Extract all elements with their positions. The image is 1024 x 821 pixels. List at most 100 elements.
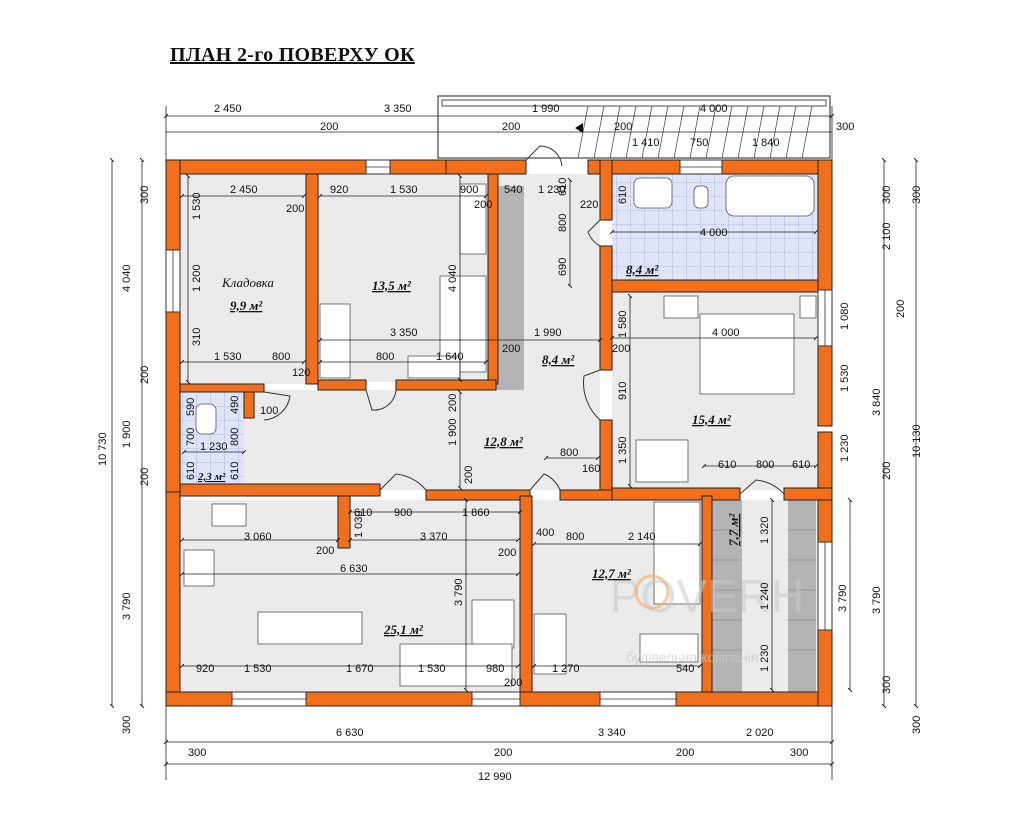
dim-br3-2140: 2 140 bbox=[628, 531, 656, 543]
dim-left-1: 300 bbox=[139, 186, 151, 204]
dim-st-1230: 1 230 bbox=[759, 644, 771, 672]
dim-bath-610: 610 bbox=[617, 186, 629, 204]
dim-br2-200: 200 bbox=[612, 343, 630, 355]
dim-top-3: 1 990 bbox=[532, 103, 560, 115]
dim-lv-200b: 200 bbox=[498, 547, 516, 559]
dim-corr-800: 800 bbox=[560, 447, 578, 459]
living-area: 25,1 м² bbox=[383, 622, 424, 637]
dim-br2-1580: 1 580 bbox=[617, 310, 629, 338]
dim-lv-200a: 200 bbox=[316, 545, 334, 557]
dim-lv-200c: 200 bbox=[504, 677, 522, 689]
dim-left-4: 1 900 bbox=[121, 420, 133, 448]
dim-right-2: 2 100 bbox=[881, 222, 893, 250]
dim-left-3: 200 bbox=[139, 366, 151, 384]
dim-br1-200: 200 bbox=[474, 199, 492, 211]
dim-bath-2: 750 bbox=[690, 137, 708, 149]
dim-left-7: 300 bbox=[121, 716, 133, 734]
dim-corr-160: 160 bbox=[582, 463, 600, 475]
dim-br2-1350: 1 350 bbox=[617, 436, 629, 464]
dim-corr-1900: 1 900 bbox=[447, 418, 459, 446]
dim-br1-w: 3 350 bbox=[390, 327, 418, 339]
corridor-area: 12,8 м² bbox=[484, 434, 524, 449]
dim-br2-1080: 1 080 bbox=[839, 302, 851, 330]
storage-name: Кладовка bbox=[221, 275, 274, 290]
dim-lv-3370: 3 370 bbox=[420, 531, 448, 543]
dim-lv-b1: 920 bbox=[196, 663, 214, 675]
dim-v-610: 610 bbox=[557, 178, 569, 196]
dim-lv-6630: 6 630 bbox=[340, 563, 368, 575]
dim-br2-w: 4 000 bbox=[712, 327, 740, 339]
dim-br1-t2: 1 530 bbox=[390, 184, 418, 196]
dim-lv-b5: 980 bbox=[486, 663, 504, 675]
stairs bbox=[496, 186, 816, 692]
dim-top-w1: 200 bbox=[320, 121, 338, 133]
dim-bot-w2: 200 bbox=[494, 747, 512, 759]
dim-bot-w3: 200 bbox=[676, 747, 694, 759]
doors bbox=[263, 145, 785, 495]
dim-br3-400: 400 bbox=[536, 527, 554, 539]
dim-right-3: 200 bbox=[895, 300, 907, 318]
dim-left-2: 4 040 bbox=[121, 264, 133, 292]
dim-lv-3790: 3 790 bbox=[453, 578, 465, 606]
dim-top-w2: 200 bbox=[502, 121, 520, 133]
dim-lv-b4: 1 530 bbox=[418, 663, 446, 675]
dim-v-690: 690 bbox=[557, 258, 569, 276]
dim-corr-200a: 200 bbox=[447, 394, 459, 412]
dim-br2-1230: 1 230 bbox=[839, 434, 851, 462]
dim-top-w3: 200 bbox=[614, 121, 632, 133]
dim-br2-910: 910 bbox=[617, 382, 629, 400]
dim-corr-100: 100 bbox=[260, 405, 278, 417]
dim-left-total: 10 730 bbox=[97, 432, 109, 466]
dim-br1-h: 4 040 bbox=[447, 264, 459, 292]
dim-st-1240: 1 240 bbox=[759, 582, 771, 610]
dim-br2-b1: 610 bbox=[718, 459, 736, 471]
dim-bot-w1: 300 bbox=[188, 747, 206, 759]
dim-corr-200b: 200 bbox=[463, 466, 475, 484]
dim-br1-b2: 1 640 bbox=[436, 351, 464, 363]
dim-hall-w: 1 990 bbox=[534, 327, 562, 339]
dim-storage-h3: 310 bbox=[191, 328, 203, 346]
dim-top-1: 2 450 bbox=[214, 103, 242, 115]
wc-area: 2,3 м² bbox=[197, 471, 226, 483]
dim-right-total: 10 130 bbox=[911, 424, 923, 458]
dim-storage-b2: 800 bbox=[272, 351, 290, 363]
stair-area: 7,7 м² bbox=[726, 513, 741, 546]
dim-hall-540: 540 bbox=[504, 184, 522, 196]
dim-bath-w: 4 000 bbox=[700, 227, 728, 239]
dim-br2-b3: 610 bbox=[792, 459, 810, 471]
dim-bot-w4: 300 bbox=[790, 747, 808, 759]
plan-title: ПЛАН 2-го ПОВЕРХУ ОК bbox=[170, 44, 415, 66]
dim-wc-610a: 610 bbox=[185, 462, 197, 480]
dim-storage-w: 2 450 bbox=[230, 184, 258, 196]
dim-bath-1: 1 410 bbox=[632, 137, 660, 149]
dim-storage-b1: 1 530 bbox=[214, 351, 242, 363]
dim-top-w4: 300 bbox=[836, 121, 854, 133]
dim-br2-1530: 1 530 bbox=[839, 364, 851, 392]
dim-lv-b3: 1 670 bbox=[346, 663, 374, 675]
dim-right-bot300: 300 bbox=[911, 716, 923, 734]
dim-lv-610: 610 bbox=[354, 507, 372, 519]
dim-br3-1270: 1 270 bbox=[552, 663, 580, 675]
dim-br1-b1: 800 bbox=[376, 351, 394, 363]
dim-st-3790: 3 790 bbox=[837, 584, 849, 612]
dim-lv-1030: 1 030 bbox=[353, 510, 365, 538]
dim-br2-b2: 800 bbox=[756, 459, 774, 471]
dim-br1-t1: 920 bbox=[330, 184, 348, 196]
dim-wc-490: 490 bbox=[229, 396, 241, 414]
dim-total-width: 12 990 bbox=[478, 771, 512, 783]
dim-storage-120: 120 bbox=[292, 367, 310, 379]
bedroom2-area: 15,4 м² bbox=[692, 412, 732, 427]
dim-lv-900: 900 bbox=[394, 507, 412, 519]
dim-wc-610b: 610 bbox=[229, 462, 241, 480]
bedroom1-area: 13,5 м² bbox=[372, 278, 412, 293]
hall-area: 8,4 м² bbox=[542, 352, 575, 367]
dim-br3-540: 540 bbox=[676, 663, 694, 675]
dim-hall-1230: 1 230 bbox=[538, 184, 566, 196]
dim-lv-3060: 3 060 bbox=[244, 531, 272, 543]
dim-br1-t3: 900 bbox=[460, 184, 478, 196]
dim-lv-1860: 1 860 bbox=[462, 507, 490, 519]
dim-wc-700: 700 bbox=[185, 428, 197, 446]
dim-wc-800: 800 bbox=[229, 428, 241, 446]
dim-storage-h2: 1 200 bbox=[191, 264, 203, 292]
